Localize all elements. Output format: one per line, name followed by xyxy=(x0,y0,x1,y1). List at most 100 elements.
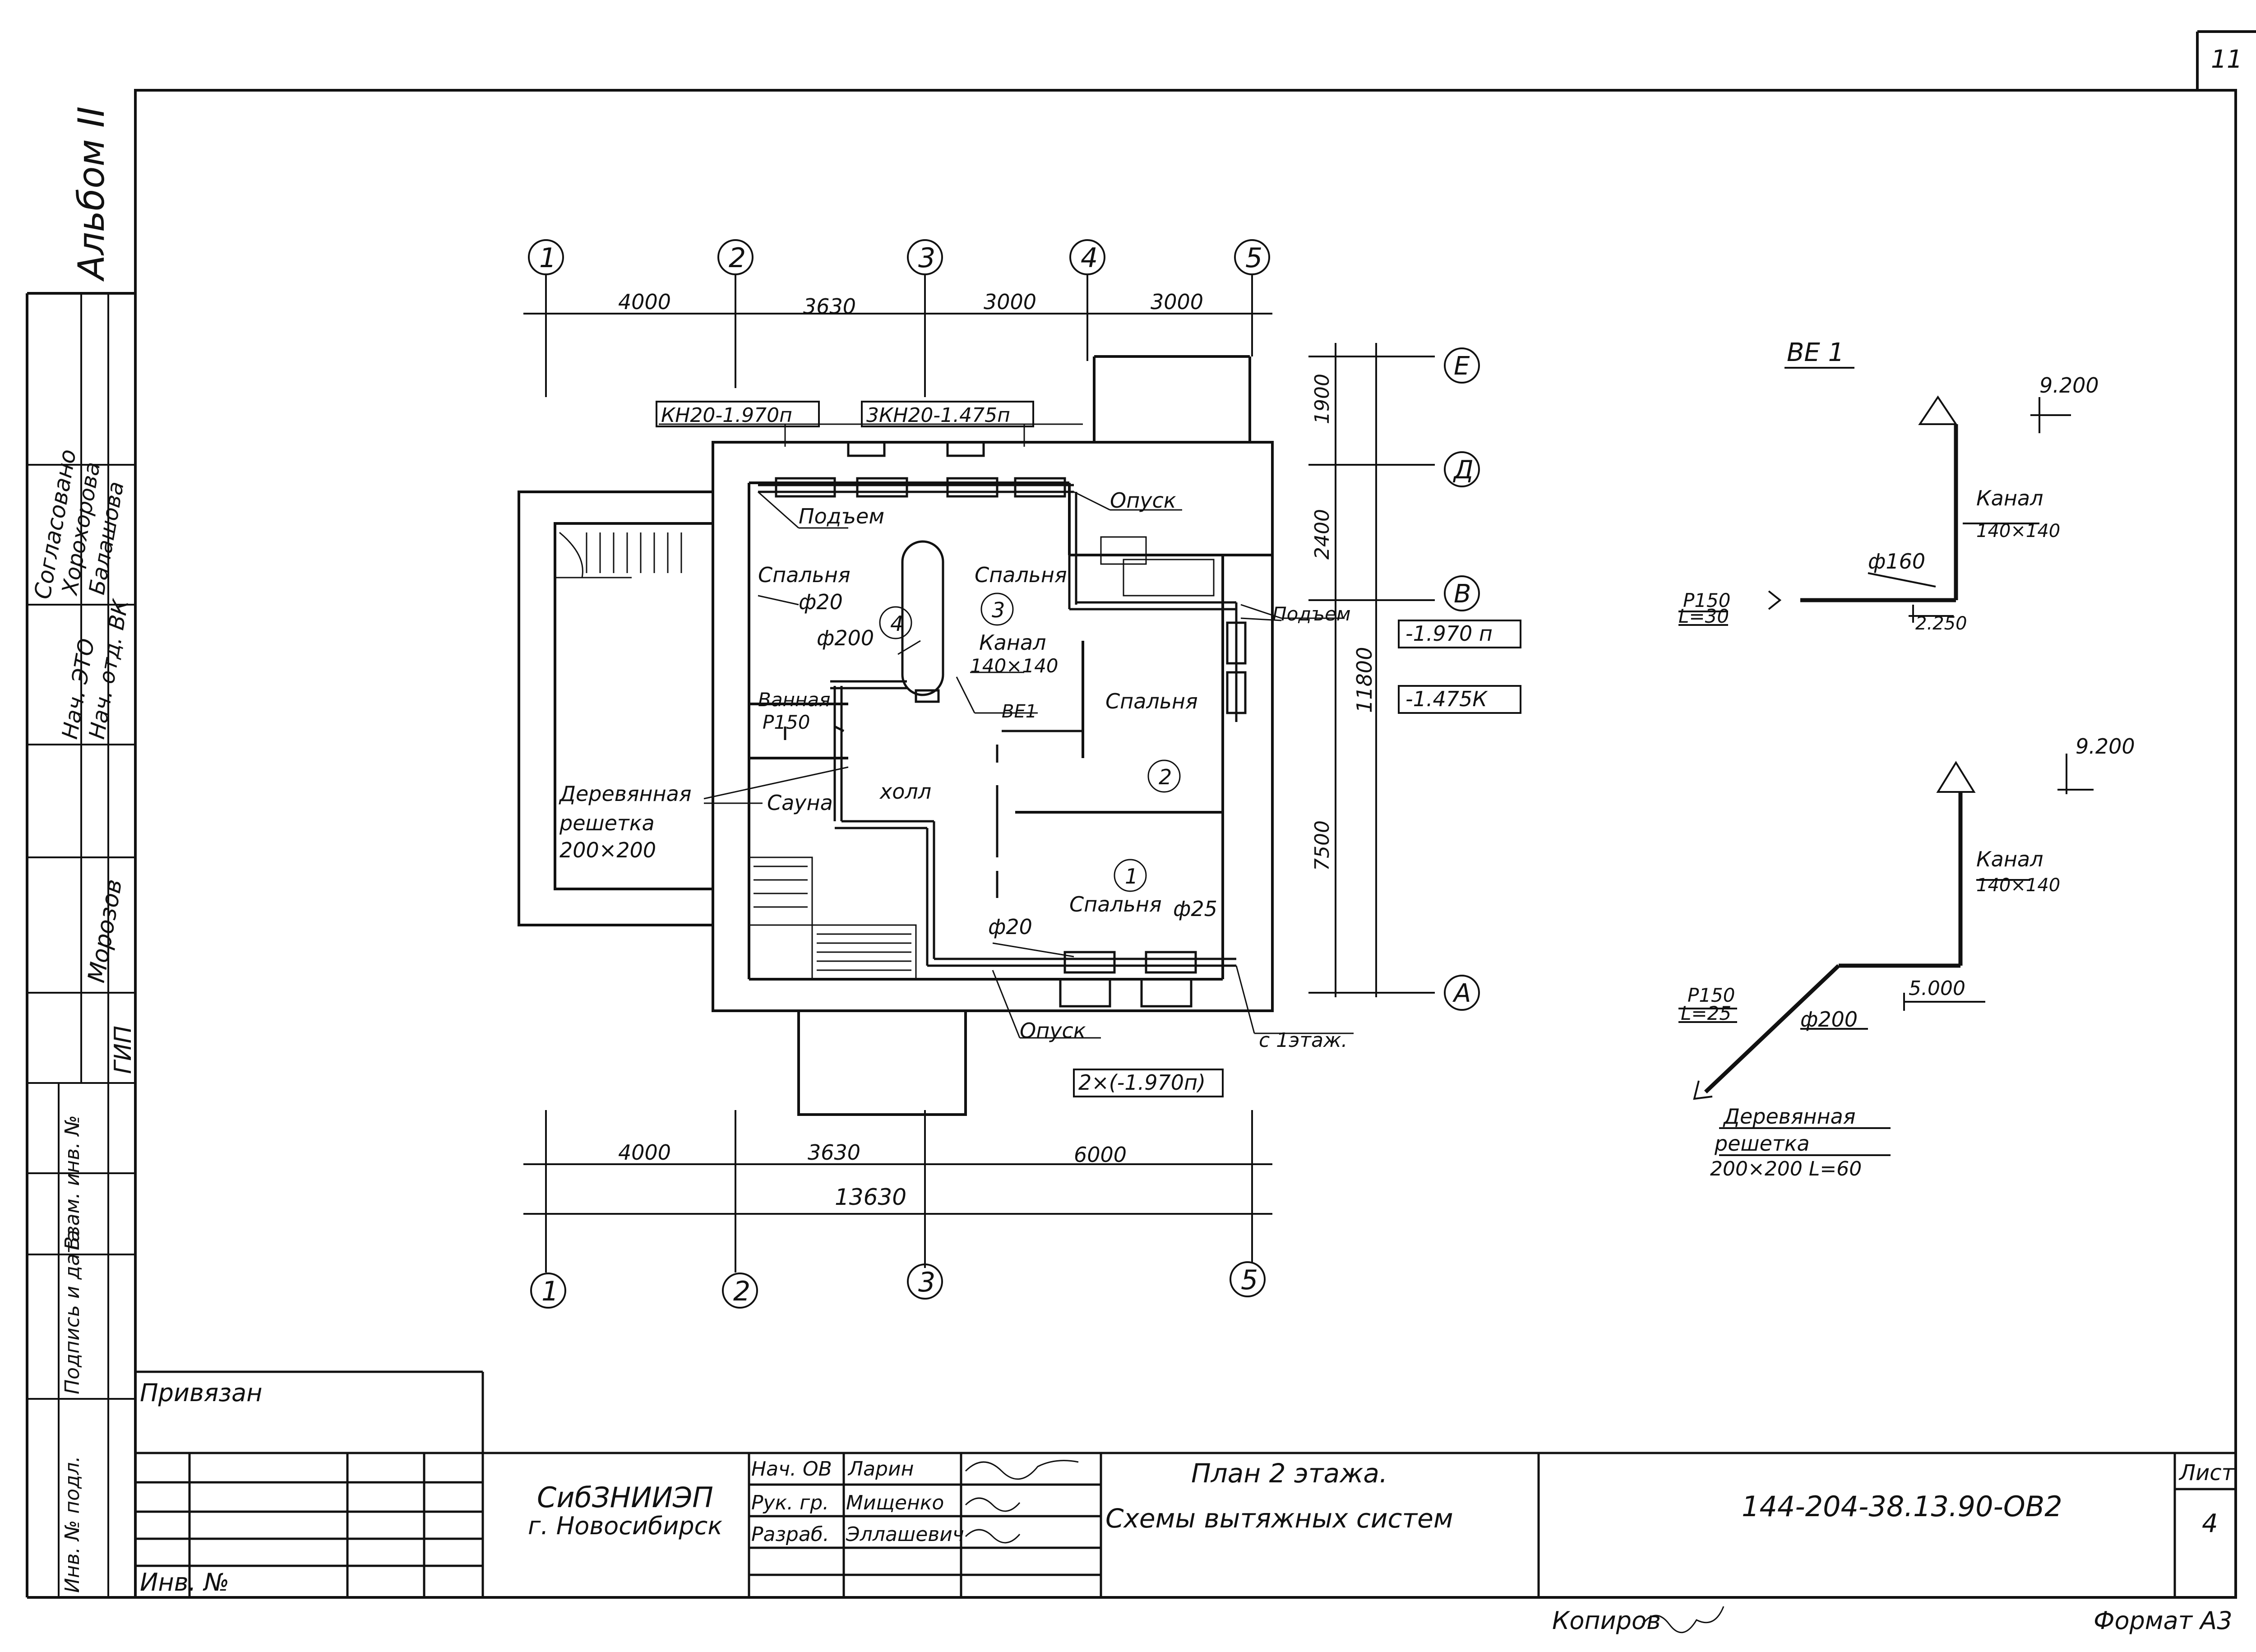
label-spalnya-1: Спальня xyxy=(758,563,851,587)
axis-row-D: Д xyxy=(1452,455,1474,485)
leader-lines xyxy=(659,423,1354,1039)
stamp-role-3: ГИП xyxy=(110,1026,137,1074)
scheme-ve1-lower: 9.200 Канал 140×140 5.000 Р150 L=25 ф200… xyxy=(1678,734,2135,1180)
drawing-code: 144-204-38.13.90-ОВ2 xyxy=(1742,1490,2062,1523)
exhaust-ducts xyxy=(758,441,1247,1008)
axis-row-V: В xyxy=(1454,579,1471,609)
label-kanal: Канал xyxy=(979,630,1046,655)
copier-signature xyxy=(1641,1606,1724,1633)
label-opusk-2: Опуск xyxy=(1020,1018,1086,1043)
tag-right-1970: -1.970 п xyxy=(1405,621,1493,646)
label-podem-2: Подъем xyxy=(1272,603,1351,625)
dim-right-1: 1900 xyxy=(1311,374,1334,424)
label-phi25: ф25 xyxy=(1173,897,1217,921)
label-spalnya-4: Спальня xyxy=(1069,892,1162,916)
top-axis-markers: 1 2 3 4 5 4000 3630 3000 3000 xyxy=(523,239,1272,397)
signatures xyxy=(965,1460,1079,1544)
tag-right-1475: -1.475К xyxy=(1405,687,1488,711)
dim-bottom-1: 4000 xyxy=(618,1140,671,1165)
label-podem-1: Подъем xyxy=(799,504,884,528)
axis-bottom-2: 2 xyxy=(733,1276,750,1307)
stamp-name-3: Морозов xyxy=(83,877,128,985)
axis-top-1: 1 xyxy=(539,242,556,274)
scheme-top-l: L=30 xyxy=(1678,605,1729,627)
organization-name: СибЗНИИЭП xyxy=(537,1481,713,1514)
axis-top-3: 3 xyxy=(918,242,935,274)
privyazan-label: Привязан xyxy=(140,1379,262,1407)
axis-row-A: А xyxy=(1452,979,1471,1008)
inv-number-label: Инв. № xyxy=(140,1568,229,1596)
title-block: Привязан Инв. № СибЗНИИЭП г. Новосибирск… xyxy=(135,1370,2236,1597)
staircase-bottom xyxy=(748,536,1215,980)
bottom-axis-markers: 4000 3630 6000 13630 1 2 3 5 xyxy=(523,1110,1272,1309)
label-spalnya-3: Спальня xyxy=(1105,689,1198,713)
dim-right-total: 11800 xyxy=(1352,647,1377,713)
scheme-top-kanal: Канал xyxy=(1976,486,2043,510)
label-opusk-1: Опуск xyxy=(1110,488,1176,513)
scheme-bottom-elev: 9.200 xyxy=(2076,734,2135,759)
tag-bottom-2x1970: 2×(-1.970п) xyxy=(1078,1070,1206,1095)
axis-top-4: 4 xyxy=(1081,242,1098,274)
dim-top-2: 3630 xyxy=(803,294,856,319)
label-spalnya-2: Спальня xyxy=(975,563,1067,587)
scheme-top-elev-low: 2.250 xyxy=(1915,613,1967,634)
label-holl: холл xyxy=(879,779,931,804)
label-grille-1: Деревянная xyxy=(559,782,692,806)
role-ruk-gr: Рук. гр. xyxy=(751,1491,829,1514)
sheet-number: 4 xyxy=(2202,1509,2218,1538)
scheme-bottom-kanal-size: 140×140 xyxy=(1976,875,2060,896)
axis-bottom-5: 5 xyxy=(1241,1264,1258,1296)
scheme-ve1: ВЕ 1 9.200 Канал 140×140 ф160 2.250 Р150… xyxy=(1678,338,2099,634)
footer-format: Формат А3 xyxy=(2094,1606,2233,1635)
scheme-top-r: Р150 xyxy=(1683,589,1731,611)
scheme-bottom-l: L=25 xyxy=(1681,1002,1731,1024)
drawing-title-line-2: Схемы вытяжных систем xyxy=(1105,1503,1453,1534)
sheet-label: Лист xyxy=(2178,1460,2235,1485)
footer-copied: Копиров xyxy=(1552,1606,1661,1635)
page-number: 11 xyxy=(2211,45,2242,74)
side-stamp: Альбом II Согласовано Нач. ЭТО Хорохоров… xyxy=(26,106,137,1597)
dim-bottom-3: 6000 xyxy=(1074,1143,1127,1167)
dim-top-4: 3000 xyxy=(1151,290,1203,314)
drawing-title-line-1: План 2 этажа. xyxy=(1191,1458,1387,1489)
building-walls xyxy=(518,355,1274,1116)
tag-boxes xyxy=(656,401,1521,1097)
scheme-top-phi: ф160 xyxy=(1868,549,1925,574)
label-grille-2: решетка xyxy=(559,811,655,835)
tag-kn20-1970: КН20-1.970п xyxy=(661,404,792,427)
label-from-floor1: с 1этаж. xyxy=(1259,1029,1348,1052)
row-axis-markers: Е Д В А 1900 2400 7500 11800 xyxy=(1308,343,1480,1011)
room-number-3: 3 xyxy=(992,598,1005,622)
floor-plan: 1 2 3 4 5 4000 3630 3000 3000 xyxy=(518,239,1521,1309)
album-label: Альбом II xyxy=(70,106,112,282)
name-larin: Ларин xyxy=(847,1458,914,1481)
name-ellashevich: Эллашевич xyxy=(846,1523,964,1546)
scheme-bottom-elev-low: 5.000 xyxy=(1909,977,1965,1000)
scheme-bottom-r: Р150 xyxy=(1687,984,1735,1006)
scheme-bottom-grille-2: решетка xyxy=(1714,1131,1810,1156)
stamp-col-sign: Подпись и дата xyxy=(61,1230,84,1394)
role-razrab: Разраб. xyxy=(751,1523,829,1546)
label-r150: Р150 xyxy=(763,711,810,733)
label-phi20-2: ф20 xyxy=(988,915,1032,939)
dim-bottom-2: 3630 xyxy=(808,1140,860,1165)
scheme-top-kanal-size: 140×140 xyxy=(1976,521,2060,541)
axis-row-E: Е xyxy=(1454,352,1470,381)
dim-right-2: 2400 xyxy=(1311,509,1334,560)
axis-bottom-3: 3 xyxy=(918,1267,935,1298)
scheme-bottom-grille-1: Деревянная xyxy=(1723,1104,1856,1129)
staircase-left xyxy=(555,532,682,578)
axis-top-2: 2 xyxy=(729,242,746,274)
label-kanal-size: 140×140 xyxy=(970,655,1059,677)
room-number-2: 2 xyxy=(1159,765,1172,789)
label-phi200: ф200 xyxy=(817,626,874,650)
axis-top-5: 5 xyxy=(1245,242,1262,274)
stamp-col-vzam: Взам. инв. № xyxy=(61,1115,84,1250)
scheme-bottom-grille-3: 200×200 L=60 xyxy=(1710,1157,1862,1180)
scheme-title: ВЕ 1 xyxy=(1787,338,1844,367)
name-mishchenko: Мищенко xyxy=(846,1491,944,1514)
tag-3kn20-1475: 3КН20-1.475п xyxy=(866,404,1010,427)
stamp-col-inv: Инв. № подл. xyxy=(61,1456,84,1593)
room-markers: 1 2 3 4 xyxy=(879,592,1181,892)
